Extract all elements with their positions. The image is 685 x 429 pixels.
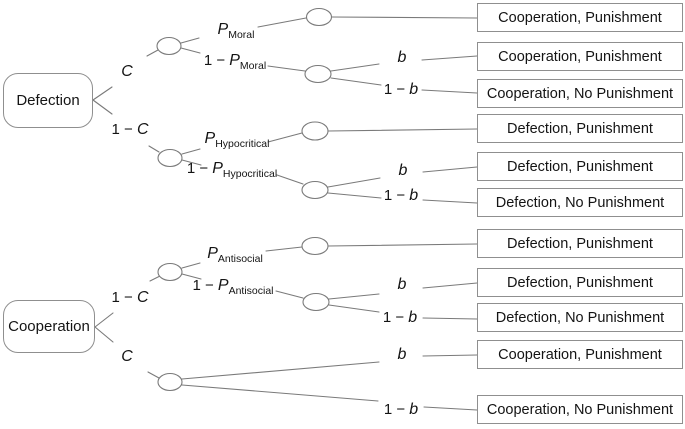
outcome-label: Defection, Punishment [507, 158, 653, 175]
outcome-box: Defection, No Punishment [477, 188, 683, 217]
branch-label-c-defection: C [121, 62, 133, 83]
label-prefix: 1 − [111, 120, 137, 138]
root-node-defection: Defection [3, 73, 93, 128]
root-node-cooperation: Cooperation [3, 300, 95, 353]
chance-node-hypocritical [301, 121, 329, 141]
branch-lines-hypocritical [181, 128, 478, 204]
label-variable: C [121, 348, 133, 365]
branch-label-p-moral: PMoral [217, 20, 255, 41]
chance-node-not-hypocritical [301, 180, 329, 200]
outcome-label: Defection, No Punishment [495, 194, 665, 211]
label-variable: P [212, 159, 223, 177]
label-prefix: 1 − [186, 159, 213, 177]
outcome-label: Cooperation, No Punishment [486, 85, 674, 102]
branch-lines-defection-root [92, 49, 160, 153]
branch-lines-cooperation-root [94, 275, 161, 379]
label-subscript: Hypocritical [215, 137, 270, 150]
branch-label-not-p-moral: 1 − PMoral [203, 51, 267, 72]
branch-label-p-hypocritical: PHypocritical [204, 129, 270, 150]
branch-lines-moral [180, 16, 478, 94]
chance-node-not-antisocial [302, 292, 330, 312]
outcome-box: Cooperation, No Punishment [477, 79, 683, 108]
label-variable: b [398, 162, 408, 179]
label-subscript: Moral [228, 28, 255, 41]
label-variable: b [397, 346, 407, 363]
label-variable: C [136, 288, 149, 306]
outcome-label: Defection, No Punishment [495, 309, 665, 326]
branch-label-not-c-cooperation: 1 − C [111, 288, 149, 309]
outcome-box: Defection, Punishment [477, 114, 683, 143]
chance-node-not-moral [304, 64, 332, 84]
label-variable: b [397, 276, 407, 293]
label-variable: b [409, 187, 419, 204]
label-prefix: 1 − [383, 81, 410, 98]
branch-label-not-b-3: 1 − b [383, 310, 417, 326]
chance-node-notc-cooperation [157, 262, 183, 282]
outcome-label: Defection, Punishment [507, 120, 653, 137]
chance-node-moral [305, 7, 333, 27]
outcome-box: Defection, Punishment [477, 152, 683, 181]
label-variable: b [409, 401, 419, 418]
label-variable: P [207, 244, 218, 262]
label-variable: b [408, 309, 418, 326]
outcome-box: Cooperation, Punishment [477, 42, 683, 71]
outcome-box: Defection, No Punishment [477, 303, 683, 332]
chance-node-c-cooperation [157, 372, 183, 392]
label-variable: P [229, 51, 240, 69]
outcome-box: Cooperation, No Punishment [477, 395, 683, 424]
outcome-label: Defection, Punishment [507, 274, 653, 291]
label-variable: C [136, 120, 149, 138]
root-node-label: Cooperation [8, 318, 90, 335]
outcome-label: Cooperation, Punishment [498, 9, 662, 26]
label-prefix: 1 − [111, 288, 137, 306]
root-node-label: Defection [16, 92, 80, 109]
outcome-box: Cooperation, Punishment [477, 340, 683, 369]
branch-label-not-p-hypocritical: 1 − PHypocritical [186, 159, 278, 180]
branch-label-not-b-4: 1 − b [384, 402, 418, 418]
chance-nodes [156, 7, 333, 392]
label-subscript: Hypocritical [222, 167, 278, 180]
branch-label-not-c-defection: 1 − C [111, 120, 149, 141]
outcome-box: Cooperation, Punishment [477, 3, 683, 32]
branch-label-c-cooperation: C [121, 349, 133, 365]
label-variable: b [397, 49, 407, 66]
chance-node-antisocial [301, 236, 329, 256]
outcome-label: Cooperation, Punishment [498, 48, 662, 65]
branch-lines-antisocial [181, 243, 478, 320]
label-variable: P [204, 129, 216, 147]
label-variable: b [409, 81, 419, 98]
label-subscript: Antisocial [217, 252, 263, 265]
branch-label-b-3: b [398, 277, 407, 293]
branch-label-b-2: b [399, 163, 408, 179]
label-subscript: Moral [239, 59, 267, 72]
outcome-box: Defection, Punishment [477, 268, 683, 297]
label-variable: C [121, 62, 133, 80]
label-variable: P [217, 276, 229, 294]
label-prefix: 1 − [383, 401, 410, 418]
branch-label-not-b-2: 1 − b [384, 188, 418, 204]
outcome-label: Cooperation, No Punishment [486, 401, 674, 418]
outcome-label: Cooperation, Punishment [498, 346, 662, 363]
chance-node-notc-defection [157, 148, 183, 168]
branch-label-b-4: b [398, 347, 407, 363]
branch-label-b-1: b [398, 50, 407, 66]
label-prefix: 1 − [383, 187, 410, 204]
branch-label-not-p-antisocial: 1 − PAntisocial [192, 276, 274, 297]
label-variable: P [217, 20, 229, 38]
label-prefix: 1 − [203, 51, 230, 69]
branch-label-not-b-1: 1 − b [384, 82, 418, 98]
branch-label-p-antisocial: PAntisocial [207, 244, 263, 265]
branch-lines-cooperating-cooperator [181, 354, 478, 411]
label-prefix: 1 − [382, 309, 409, 326]
outcome-box: Defection, Punishment [477, 229, 683, 258]
outcome-label: Defection, Punishment [507, 235, 653, 252]
chance-node-c-defection [156, 36, 182, 56]
label-prefix: 1 − [192, 276, 218, 294]
label-subscript: Antisocial [228, 284, 274, 297]
